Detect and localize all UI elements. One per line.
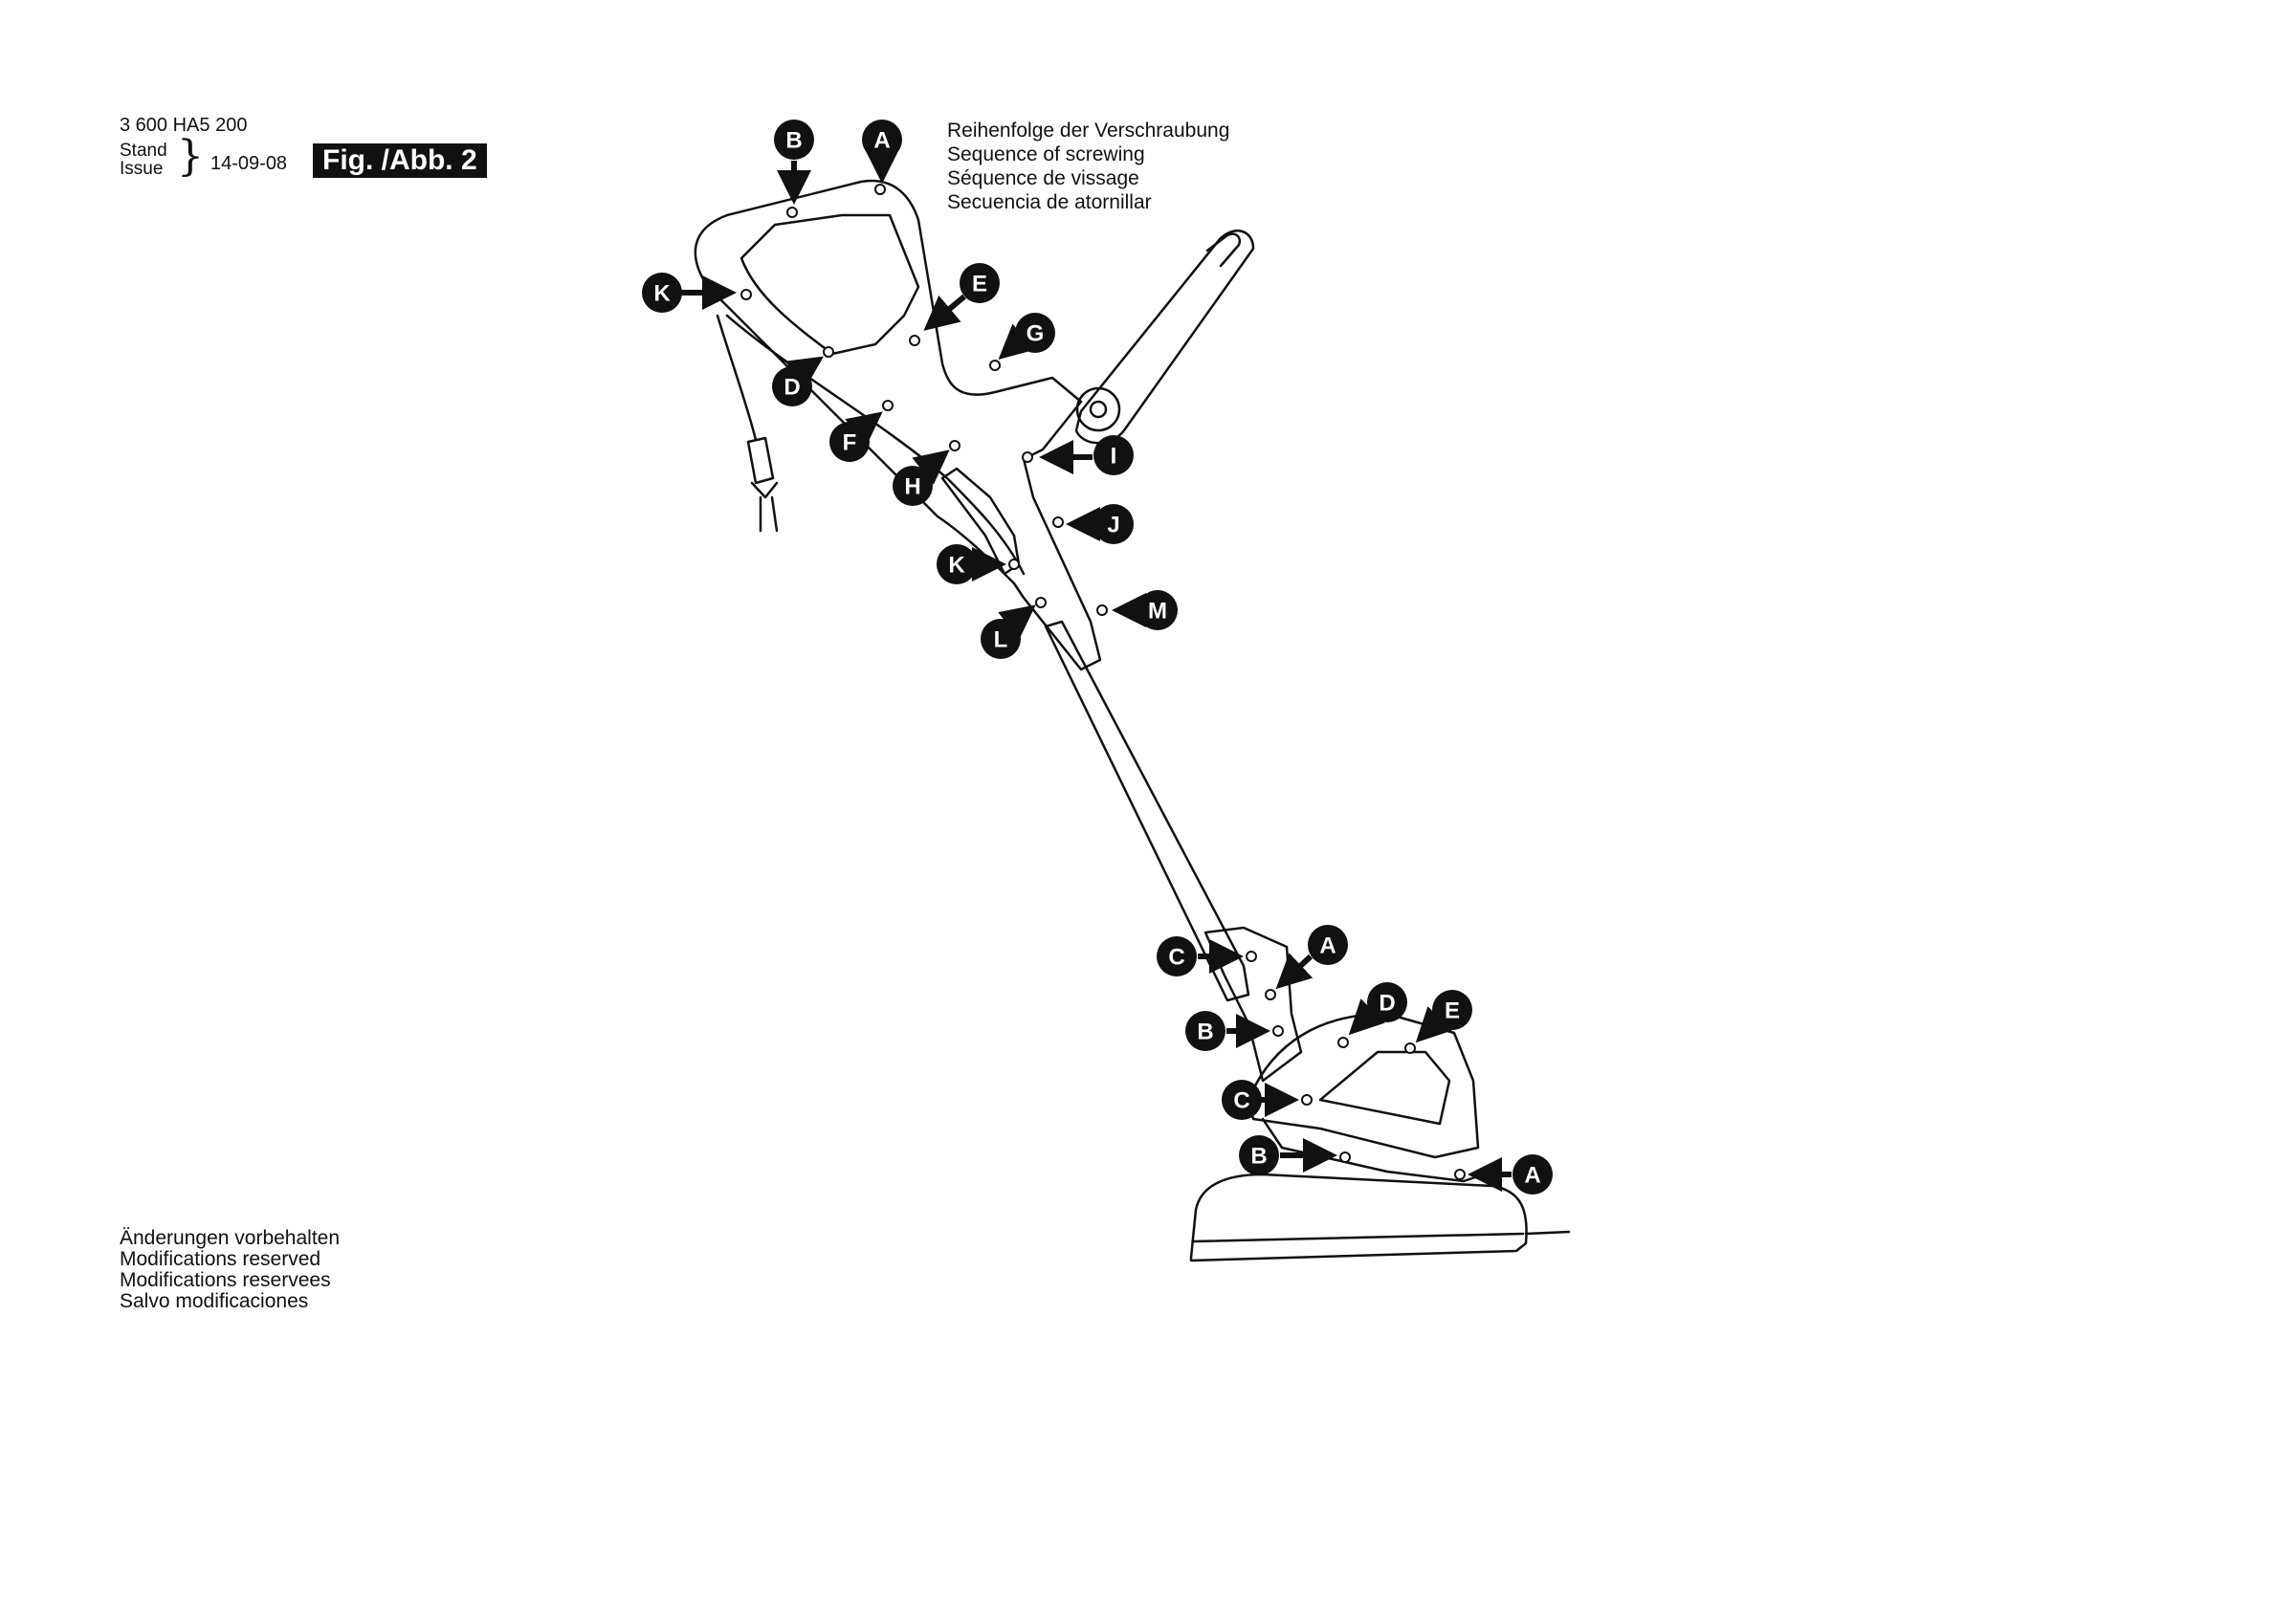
trigger-outline [940, 467, 1021, 576]
callout-head-d: D [1337, 982, 1407, 1048]
callout-handle-i: I [1022, 435, 1134, 475]
stand-label: Stand [120, 141, 167, 161]
callout-label: A [873, 128, 890, 154]
callout-label: B [1250, 1144, 1267, 1170]
callout-label: A [1524, 1163, 1540, 1189]
callout-label: A [1319, 933, 1336, 959]
handle-grip-line [725, 314, 1026, 576]
callout-label: K [653, 281, 671, 307]
callout-handle-k-top: K [642, 273, 752, 313]
handle-outline [694, 179, 1102, 671]
callout-head-a-lower: A [1454, 1154, 1553, 1195]
sequence-title: Reihenfolge der Verschraubung Sequence o… [947, 119, 1229, 214]
modifications-de: Änderungen vorbehalten [120, 1227, 341, 1249]
issue-label: Issue [120, 159, 164, 179]
callout-label: B [785, 128, 802, 154]
callout-label: H [904, 474, 920, 500]
callout-handle-j: J [1052, 504, 1134, 544]
callout-handle-l: L [981, 597, 1047, 659]
callout-label: L [994, 627, 1008, 653]
callout-handle-e: E [909, 263, 1000, 346]
callout-head-a-upper: A [1265, 925, 1348, 1000]
callout-head-b-lower: B [1239, 1135, 1351, 1175]
callout-label: C [1233, 1088, 1249, 1114]
callout-label: M [1148, 599, 1167, 625]
callout-handle-g: G [989, 313, 1055, 371]
guard-outline [1189, 1173, 1528, 1262]
sequence-title-fr: Séquence de vissage [947, 167, 1139, 189]
callout-head-e: E [1404, 990, 1472, 1054]
handle-inner-outline [740, 213, 920, 356]
auxiliary-handle-pivot-hole [1089, 400, 1108, 419]
callout-label: B [1197, 1020, 1213, 1045]
figure-label: Fig. /Abb. 2 [313, 143, 487, 178]
modifications-es: Salvo modificaciones [120, 1290, 309, 1312]
header-block: 3 600 HA5 200 Stand Issue } 14-09-08 Fig… [120, 115, 521, 191]
power-cord [716, 314, 758, 442]
auxiliary-handle [1074, 230, 1255, 445]
callout-label: C [1168, 945, 1184, 971]
callout-head-c-lower: C [1222, 1080, 1313, 1120]
callout-label: I [1111, 444, 1117, 470]
callout-label: E [1445, 998, 1460, 1024]
sequence-title-de: Reihenfolge der Verschraubung [947, 120, 1230, 142]
callout-head-b-upper: B [1185, 1011, 1284, 1051]
motor-housing-vent [1318, 1050, 1451, 1126]
callout-label: K [948, 553, 965, 579]
screw-callouts: B A K E G D [642, 120, 1553, 1195]
callout-label: D [784, 375, 800, 401]
auxiliary-handle-pivot [1075, 386, 1121, 432]
part-number: 3 600 HA5 200 [120, 115, 248, 136]
motor-housing-upper [1203, 926, 1303, 1083]
motor-housing [1247, 1012, 1480, 1159]
callout-handle-b: B [774, 120, 814, 218]
cutting-line [1524, 1230, 1571, 1236]
callout-handle-d: D [772, 346, 834, 406]
callout-handle-f: F [829, 400, 894, 462]
callout-label: E [972, 272, 987, 297]
shaft-outline [1044, 620, 1250, 1002]
callout-label: J [1107, 513, 1119, 538]
callout-label: F [843, 430, 857, 456]
callout-handle-h: H [893, 440, 960, 506]
callout-handle-m: M [1096, 590, 1178, 630]
guard-rim [1191, 1232, 1525, 1243]
callout-label: G [1027, 321, 1045, 347]
sequence-title-en: Sequence of screwing [947, 143, 1145, 165]
brace-icon: } [177, 132, 204, 181]
power-plug [746, 436, 779, 533]
modifications-note: Änderungen vorbehalten Modifications res… [120, 1228, 340, 1312]
callout-handle-a: A [862, 120, 902, 195]
sequence-title-es: Secuencia de atornillar [947, 191, 1152, 213]
issue-date: 14-09-08 [210, 153, 288, 174]
callout-label: D [1379, 991, 1395, 1017]
stand-issue-labels: Stand Issue [120, 142, 167, 178]
callout-head-c-upper: C [1157, 936, 1257, 976]
modifications-en: Modifications reserved [120, 1248, 321, 1270]
modifications-fr: Modifications reservees [120, 1269, 331, 1291]
callout-handle-k-lower: K [937, 544, 1020, 584]
auxiliary-handle-inner [1205, 232, 1241, 268]
